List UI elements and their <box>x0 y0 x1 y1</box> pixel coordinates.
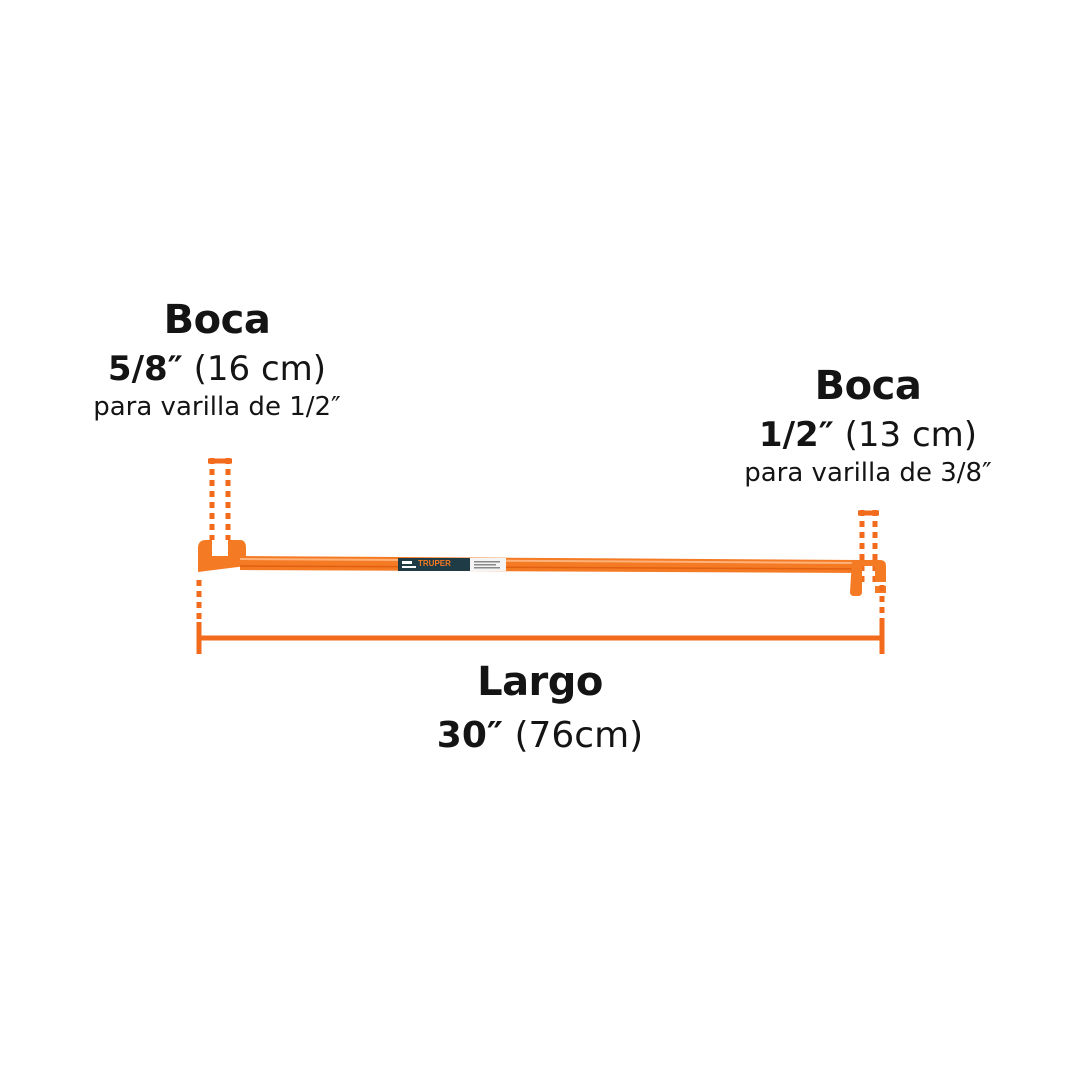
brand-text: TRUPER <box>418 559 451 568</box>
left-opening-title: Boca <box>163 297 271 343</box>
left-opening-label: Boca 5/8″ (16 cm) para varilla de 1/2″ <box>84 300 350 420</box>
length-size-main: 30″ <box>436 715 503 756</box>
right-opening-marker <box>858 510 879 585</box>
right-opening-note: para varilla de 3/8″ <box>744 458 992 488</box>
right-opening-size-metric: (13 cm) <box>844 415 978 455</box>
length-title: Largo <box>477 659 603 705</box>
length-size-metric: (76cm) <box>514 715 644 756</box>
right-opening-title: Boca <box>814 363 922 409</box>
left-opening-size-main: 5/8″ <box>107 349 183 389</box>
left-opening-size-metric: (16 cm) <box>193 349 327 389</box>
left-opening-marker <box>208 458 232 540</box>
bar-shaft <box>240 556 860 573</box>
right-opening-size-main: 1/2″ <box>758 415 834 455</box>
length-label: Largo 30″ (76cm) <box>370 662 710 754</box>
left-head <box>198 540 246 572</box>
rebar-bender-bar: TRUPER <box>198 540 886 596</box>
length-dimension <box>196 580 885 654</box>
length-size: 30″ (76cm) <box>370 718 710 754</box>
right-opening-size: 1/2″ (13 cm) <box>730 418 1006 452</box>
left-opening-size: 5/8″ (16 cm) <box>84 352 350 386</box>
left-opening-note: para varilla de 1/2″ <box>93 392 341 422</box>
right-opening-label: Boca 1/2″ (13 cm) para varilla de 3/8″ <box>730 366 1006 486</box>
right-head <box>850 560 886 596</box>
